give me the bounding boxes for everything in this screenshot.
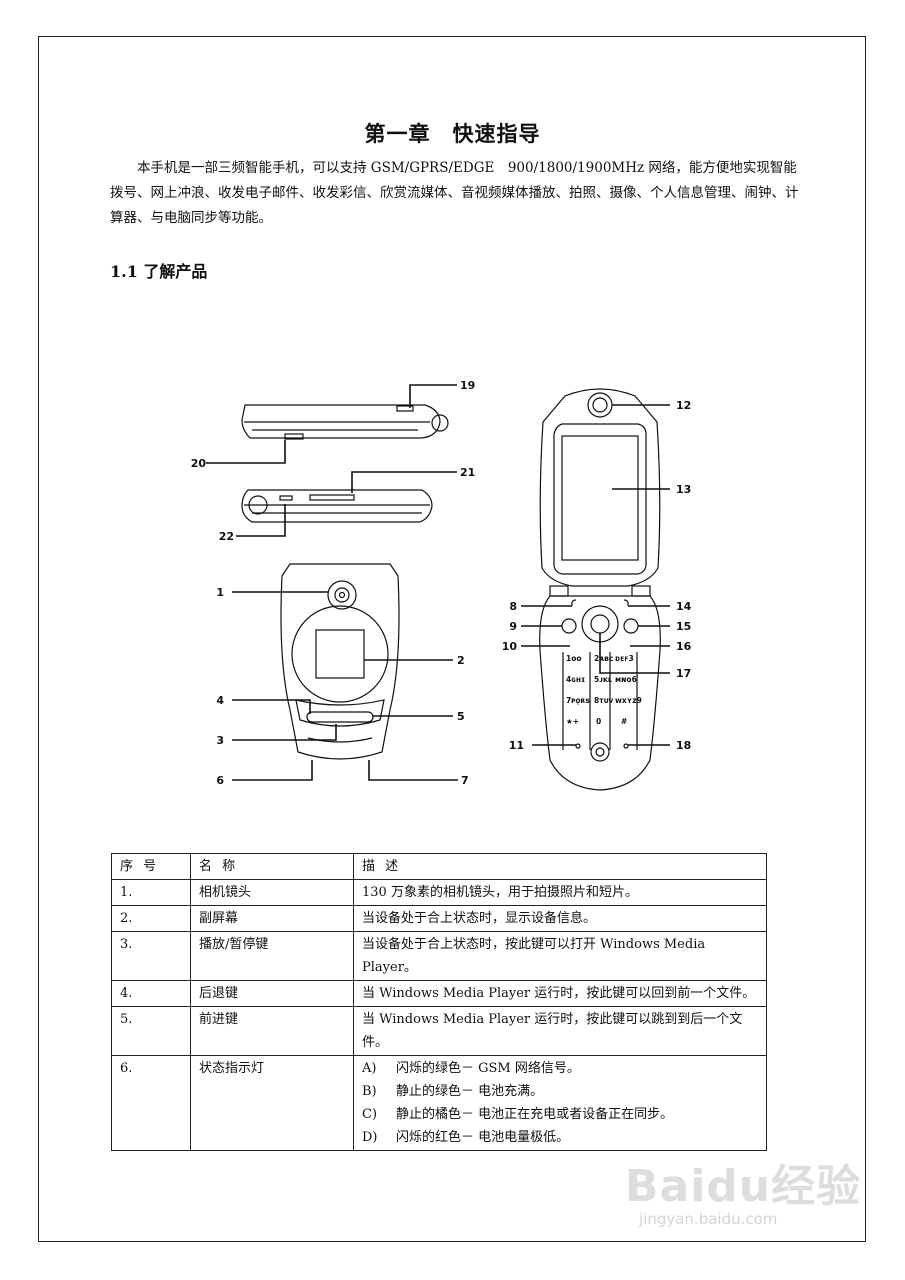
key-8: 8ᴛᴜᴠ bbox=[594, 696, 613, 705]
header-name: 名 称 bbox=[190, 853, 354, 880]
callout-3: 3 bbox=[216, 734, 224, 747]
row-description: 当设备处于合上状态时，按此键可以打开 Windows Media Player。 bbox=[353, 931, 767, 981]
callout-11: 11 bbox=[509, 739, 524, 752]
row-number: 1. bbox=[111, 879, 191, 906]
watermark-logo: Baidu经验 bbox=[625, 1161, 862, 1212]
row-name: 相机镜头 bbox=[190, 879, 354, 906]
page-border bbox=[38, 36, 866, 1242]
key-1: 1ᴏᴏ bbox=[566, 654, 582, 663]
row-number: 2. bbox=[111, 905, 191, 932]
callout-8: 8 bbox=[509, 600, 517, 613]
callout-20: 20 bbox=[191, 457, 207, 470]
key-6: ᴍɴᴏ6 bbox=[615, 675, 637, 684]
status-option-d: D) 闪烁的红色－ 电池电量极低。 bbox=[362, 1126, 758, 1149]
key-star: ★+ bbox=[566, 717, 579, 726]
option-text: 闪烁的红色－ 电池电量极低。 bbox=[396, 1130, 570, 1145]
callout-4: 4 bbox=[216, 694, 224, 707]
callout-2: 2 bbox=[457, 654, 465, 667]
key-hash: # bbox=[621, 717, 627, 726]
intro-paragraph: 本手机是一部三频智能手机，可以支持 GSM/GPRS/EDGE 900/1800… bbox=[110, 160, 799, 226]
row-name: 播放/暂停键 bbox=[190, 931, 354, 981]
callout-18: 18 bbox=[676, 739, 691, 752]
status-option-a: A) 闪烁的绿色－ GSM 网络信号。 bbox=[362, 1057, 758, 1080]
option-text: 静止的绿色－ 电池充满。 bbox=[396, 1084, 544, 1099]
watermark-url: jingyan.baidu.com bbox=[639, 1210, 778, 1228]
row-name: 前进键 bbox=[190, 1006, 354, 1056]
callout-22: 22 bbox=[219, 530, 234, 543]
callout-leader-lines bbox=[206, 384, 670, 781]
key-3: ᴅᴇꜰ3 bbox=[615, 654, 634, 663]
keypad: 1ᴏᴏ 2ᴀʙᴄ ᴅᴇꜰ3 4ɢʜɪ 5ᴊᴋʟ ᴍɴᴏ6 7ᴘǫʀs 8ᴛᴜᴠ … bbox=[566, 654, 642, 726]
phone-side-view-top bbox=[241, 404, 449, 440]
header-description: 描 述 bbox=[353, 853, 767, 880]
row-number: 3. bbox=[111, 931, 191, 981]
row-description: 130 万象素的相机镜头，用于拍摄照片和短片。 bbox=[353, 879, 767, 906]
baidu-watermark: Baidu经验 jingyan.baidu.com bbox=[625, 1150, 865, 1250]
callout-9: 9 bbox=[509, 620, 517, 633]
callout-14: 14 bbox=[676, 600, 692, 613]
key-9: ᴡxʏᴢ9 bbox=[615, 696, 642, 705]
callout-17: 17 bbox=[676, 667, 691, 680]
section-heading: 1.1 了解产品 bbox=[110, 262, 208, 281]
row-number: 6. bbox=[111, 1055, 191, 1151]
row-description: 当设备处于合上状态时，显示设备信息。 bbox=[353, 905, 767, 932]
option-letter: C) bbox=[362, 1107, 378, 1122]
callout-12: 12 bbox=[676, 399, 691, 412]
phone-open-front bbox=[539, 388, 661, 791]
callout-7: 7 bbox=[461, 774, 469, 787]
phone-side-view-bottom bbox=[241, 489, 433, 523]
key-7: 7ᴘǫʀs bbox=[566, 696, 590, 705]
table-header-row: 序 号 名 称 描 述 bbox=[111, 853, 767, 880]
callout-19: 19 bbox=[460, 379, 475, 392]
callout-10: 10 bbox=[502, 640, 518, 653]
row-number: 5. bbox=[111, 1006, 191, 1056]
row-description: 当 Windows Media Player 运行时，按此键可以跳到到后一个文件… bbox=[353, 1006, 767, 1056]
option-letter: D) bbox=[362, 1130, 378, 1145]
row-description-options: A) 闪烁的绿色－ GSM 网络信号。 B) 静止的绿色－ 电池充满。 C) 静止的橘… bbox=[353, 1055, 767, 1151]
header-number: 序 号 bbox=[111, 853, 191, 880]
phone-diagram-svg: 1ᴏᴏ 2ᴀʙᴄ ᴅᴇꜰ3 4ɢʜɪ 5ᴊᴋʟ ᴍɴᴏ6 7ᴘǫʀs 8ᴛᴜᴠ … bbox=[191, 379, 692, 791]
table-row: 6. 状态指示灯 A) 闪烁的绿色－ GSM 网络信号。 B) 静止的绿色－ 电池充… bbox=[111, 1055, 767, 1151]
key-2: 2ᴀʙᴄ bbox=[594, 654, 613, 663]
row-number: 4. bbox=[111, 980, 191, 1007]
table-row: 5. 前进键 当 Windows Media Player 运行时，按此键可以跳… bbox=[111, 1006, 767, 1056]
option-letter: B) bbox=[362, 1084, 377, 1099]
key-5: 5ᴊᴋʟ bbox=[594, 675, 612, 684]
row-name: 后退键 bbox=[190, 980, 354, 1007]
table-row: 2. 副屏幕 当设备处于合上状态时，显示设备信息。 bbox=[111, 905, 767, 932]
row-name: 状态指示灯 bbox=[190, 1055, 354, 1151]
table-row: 3. 播放/暂停键 当设备处于合上状态时，按此键可以打开 Windows Med… bbox=[111, 931, 767, 981]
row-name: 副屏幕 bbox=[190, 905, 354, 932]
table-row: 4. 后退键 当 Windows Media Player 运行时，按此键可以回… bbox=[111, 980, 767, 1007]
table-row: 1. 相机镜头 130 万象素的相机镜头，用于拍摄照片和短片。 bbox=[111, 879, 767, 906]
status-option-c: C) 静止的橘色－ 电池正在充电或者设备正在同步。 bbox=[362, 1103, 758, 1126]
status-option-b: B) 静止的绿色－ 电池充满。 bbox=[362, 1080, 758, 1103]
callout-13: 13 bbox=[676, 483, 691, 496]
option-text: 闪烁的绿色－ GSM 网络信号。 bbox=[396, 1061, 580, 1076]
phone-diagram: 1ᴏᴏ 2ᴀʙᴄ ᴅᴇꜰ3 4ɢʜɪ 5ᴊᴋʟ ᴍɴᴏ6 7ᴘǫʀs 8ᴛᴜᴠ … bbox=[140, 360, 770, 830]
component-table: 序 号 名 称 描 述 1. 相机镜头 130 万象素的相机镜头，用于拍摄照片和… bbox=[111, 853, 767, 1151]
option-text: 静止的橘色－ 电池正在充电或者设备正在同步。 bbox=[396, 1107, 674, 1122]
phone-closed-front bbox=[280, 563, 400, 760]
callout-15: 15 bbox=[676, 620, 691, 633]
callout-5: 5 bbox=[457, 710, 465, 723]
option-letter: A) bbox=[362, 1061, 377, 1076]
key-4: 4ɢʜɪ bbox=[566, 675, 585, 684]
callout-6: 6 bbox=[216, 774, 224, 787]
callout-21: 21 bbox=[460, 466, 475, 479]
chapter-title: 第一章 快速指导 bbox=[364, 121, 541, 146]
row-description: 当 Windows Media Player 运行时，按此键可以回到前一个文件。 bbox=[353, 980, 767, 1007]
callout-16: 16 bbox=[676, 640, 692, 653]
key-0: 0 bbox=[596, 717, 601, 726]
callout-1: 1 bbox=[216, 586, 224, 599]
